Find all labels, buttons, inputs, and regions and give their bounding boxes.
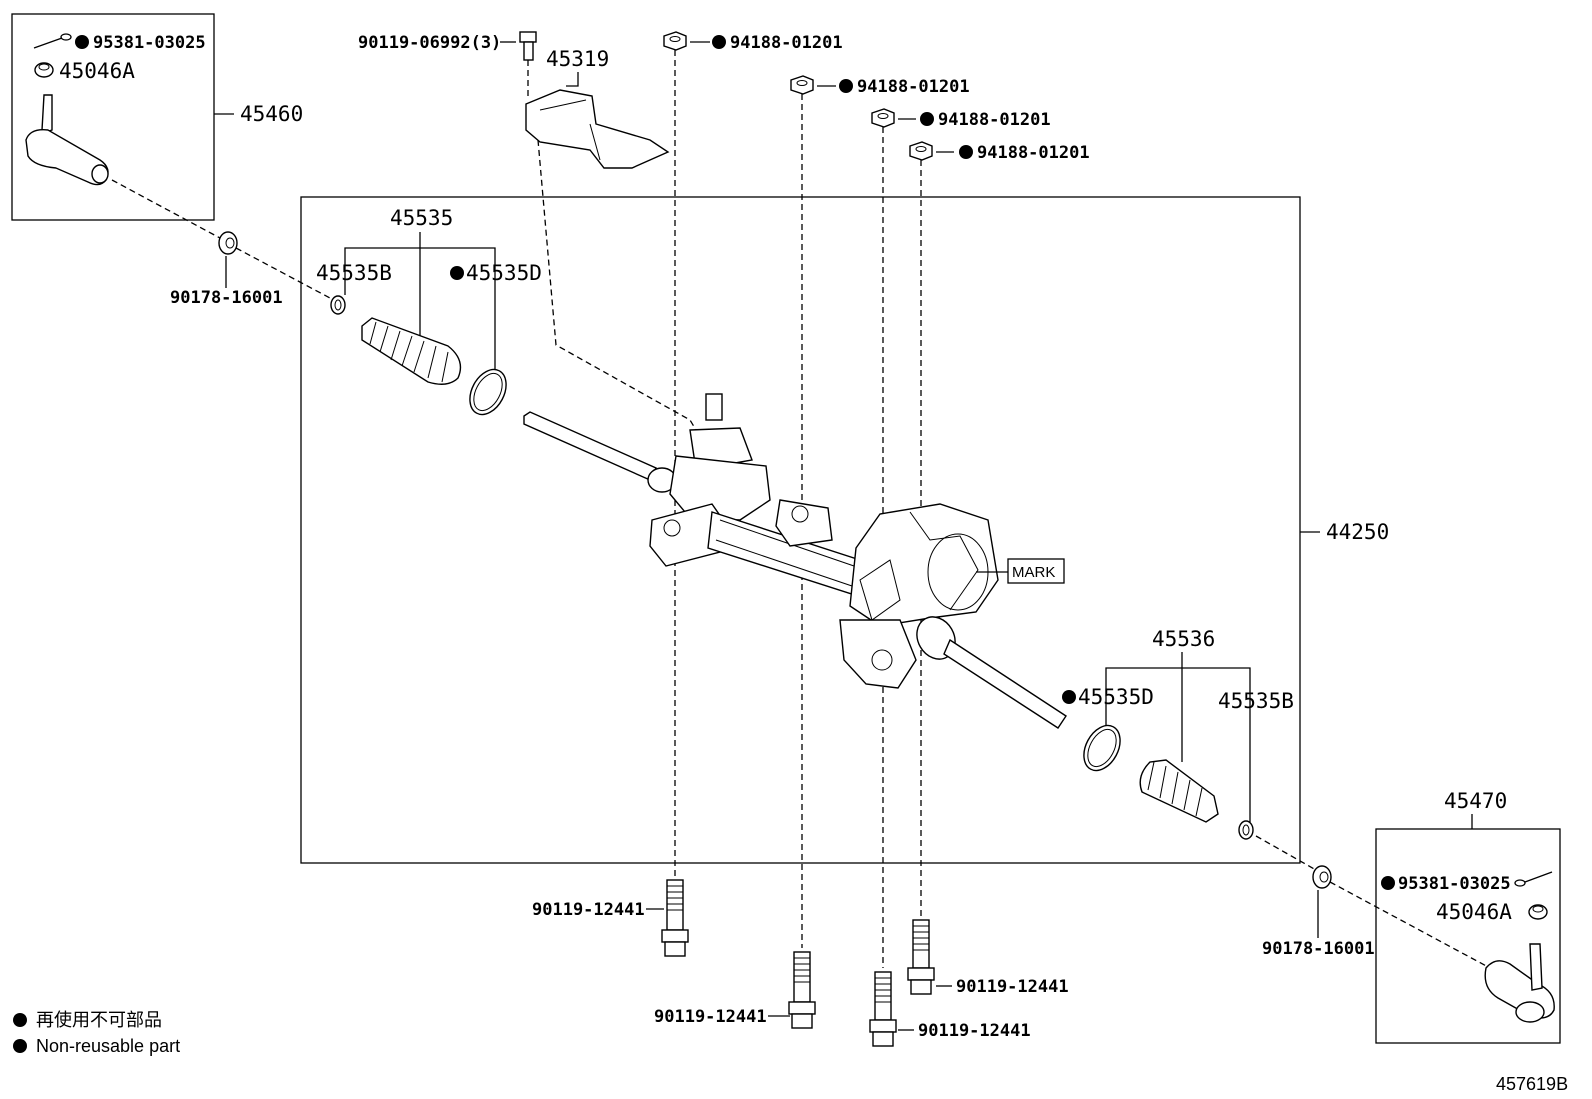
castle-nut-icon	[1528, 904, 1548, 920]
non-reusable-dot	[712, 35, 726, 49]
tie-rod-end-right-icon	[1484, 943, 1555, 1023]
part-label-45535B-left: 45535B	[316, 261, 392, 285]
part-label-90119-12441-d: 90119-12441	[918, 1021, 1031, 1041]
castle-nut-icon	[34, 62, 54, 78]
non-reusable-dot	[1381, 876, 1395, 890]
part-label-90119-06992: 90119-06992(3)	[358, 33, 501, 53]
part-label-94188-01201-c: 94188-01201	[938, 110, 1051, 130]
flange-nut-b-icon	[790, 75, 814, 95]
non-reusable-dot	[1062, 690, 1076, 704]
part-label-94188-01201-b: 94188-01201	[857, 77, 970, 97]
non-reusable-dot	[839, 79, 853, 93]
part-label-45470: 45470	[1444, 789, 1507, 813]
mark-label: MARK	[1012, 564, 1055, 581]
flange-bolt-d-icon	[869, 971, 897, 1047]
boot-clip-right-small-icon	[1238, 820, 1254, 840]
part-label-45535-left-group: 45535	[390, 206, 453, 230]
legend-dot-jp	[13, 1013, 27, 1027]
non-reusable-dot	[920, 112, 934, 126]
part-label-95381-03025-right: 95381-03025	[1398, 874, 1511, 894]
flange-nut-d-icon	[909, 141, 933, 161]
cotter-pin-icon	[1514, 871, 1553, 887]
part-label-95381-03025-left: 95381-03025	[93, 33, 206, 53]
part-label-45535D-left: 45535D	[466, 261, 542, 285]
rack-boot-left-icon	[361, 317, 462, 385]
tie-rod-end-left-frame	[11, 13, 215, 221]
lock-nut-left-icon	[218, 231, 238, 255]
flange-bolt-c-icon	[907, 919, 935, 995]
part-label-45535D-right: 45535D	[1078, 685, 1154, 709]
lock-nut-right-icon	[1312, 865, 1332, 889]
part-label-90119-12441-a: 90119-12441	[532, 900, 645, 920]
part-label-90178-16001-left: 90178-16001	[170, 288, 283, 308]
boot-clip-left-small-icon	[330, 295, 346, 315]
flange-nut-a-icon	[663, 31, 687, 51]
legend-text-en: Non-reusable part	[36, 1036, 180, 1056]
cotter-pin-icon	[33, 33, 72, 49]
non-reusable-dot	[450, 266, 464, 280]
part-label-45319: 45319	[546, 47, 609, 71]
figure-id: 457619B	[1496, 1074, 1568, 1094]
legend-dot-en	[13, 1039, 27, 1053]
part-label-44250: 44250	[1326, 520, 1389, 544]
part-label-94188-01201-a: 94188-01201	[730, 33, 843, 53]
steering-rack-assembly-frame	[300, 196, 1301, 864]
non-reusable-dot	[75, 35, 89, 49]
rack-boot-right-icon	[1139, 759, 1219, 823]
flange-nut-c-icon	[871, 108, 895, 128]
flange-bolt-b-icon	[788, 951, 816, 1029]
tie-rod-end-right-frame	[1375, 828, 1561, 1044]
boot-clamp-right-icon	[1083, 724, 1121, 772]
tie-rod-end-left-icon	[25, 94, 109, 186]
legend-text-jp: 再使用不可部品	[36, 1010, 162, 1030]
part-label-94188-01201-d: 94188-01201	[977, 143, 1090, 163]
part-label-90178-16001-right: 90178-16001	[1262, 939, 1375, 959]
part-label-90119-12441-c: 90119-12441	[956, 977, 1069, 997]
part-label-90119-12441-b: 90119-12441	[654, 1007, 767, 1027]
flange-bolt-a-icon	[661, 879, 689, 957]
part-label-45535B-right: 45535B	[1218, 689, 1294, 713]
part-label-45460: 45460	[240, 102, 303, 126]
steering-rack-housing-icon	[523, 393, 1067, 729]
heat-insulator-45319-icon	[525, 89, 670, 169]
part-label-45046A-right: 45046A	[1436, 900, 1512, 924]
flange-bolt-small-icon	[519, 31, 537, 61]
boot-clamp-left-icon	[469, 368, 507, 416]
part-label-45046A-left: 45046A	[59, 59, 135, 83]
part-label-45536: 45536	[1152, 627, 1215, 651]
non-reusable-dot	[959, 145, 973, 159]
mark-callout-box	[1007, 558, 1065, 584]
